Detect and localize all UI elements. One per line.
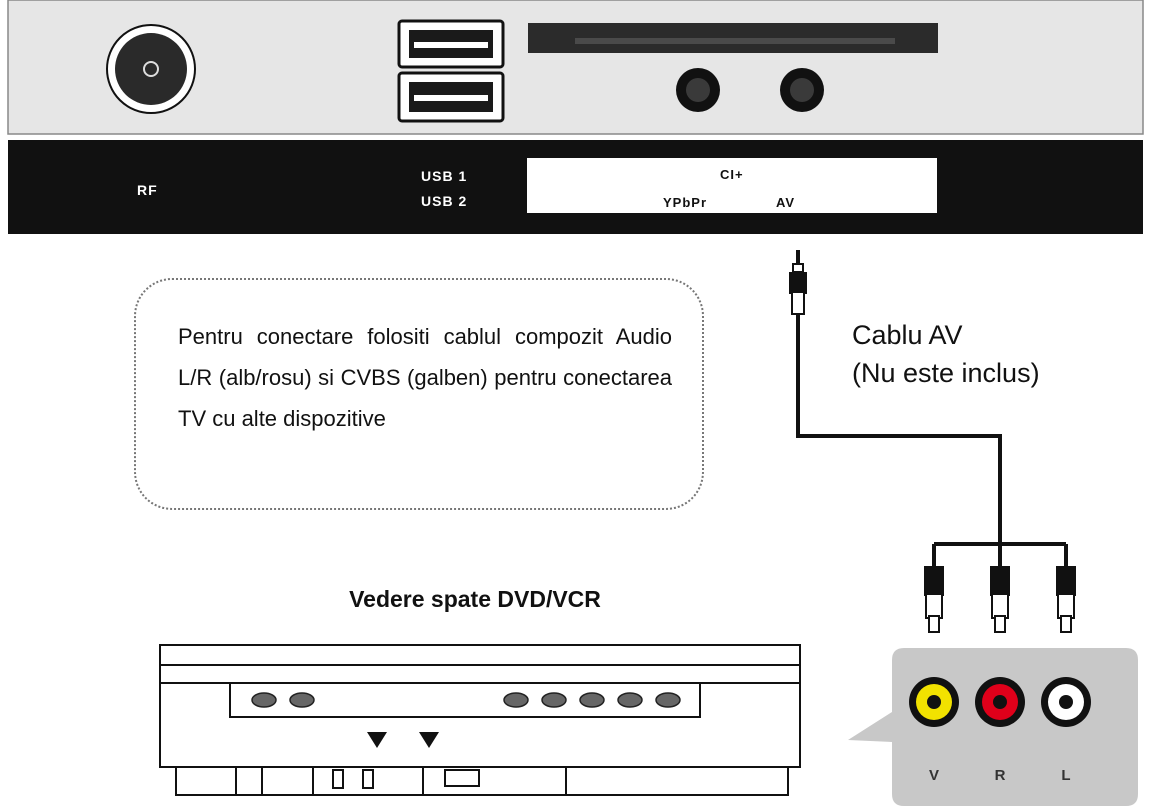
cable-branches (932, 544, 1068, 566)
jack-left (1041, 677, 1091, 727)
usb1-label: USB 1 (421, 168, 467, 184)
dvd-ports (251, 692, 681, 708)
tv-panel-top (7, 0, 1144, 135)
cable-label-line1: Cablu AV (852, 320, 963, 350)
rca-plug-video (924, 566, 944, 633)
av-jack-panel (848, 648, 1138, 806)
connection-note: Pentru conectare folositi cablul compozi… (134, 278, 704, 510)
triangle-marker-icon (419, 732, 439, 748)
ypbpr-jack (676, 68, 720, 112)
dvd-rear-view (159, 644, 801, 796)
jack-r-label: R (995, 767, 1006, 784)
usb-port-2 (397, 71, 505, 123)
jack-right (975, 677, 1025, 727)
cable-top-plug (789, 250, 807, 315)
av-jack (780, 68, 824, 112)
triangle-marker-icon (367, 732, 387, 748)
usb-port-1 (397, 19, 505, 69)
usb2-label: USB 2 (421, 193, 467, 209)
rca-plug-right (990, 566, 1010, 633)
cable-label: Cablu AV (Nu este inclus) (852, 316, 1040, 392)
rf-label: RF (137, 182, 158, 198)
jack-v-label: V (929, 767, 939, 784)
cable-label-line2: (Nu este inclus) (852, 358, 1040, 388)
av-cable (796, 314, 1002, 544)
rca-plug-left (1056, 566, 1076, 633)
note-text: Pentru conectare folositi cablul compozi… (178, 324, 672, 431)
jack-l-label: L (1061, 767, 1070, 784)
dvd-title: Vedere spate DVD/VCR (349, 586, 601, 612)
ci-label: CI+ (720, 167, 744, 182)
ypbpr-label: YPbPr (663, 195, 707, 210)
jack-video (909, 677, 959, 727)
ci-slot-grille (575, 38, 895, 44)
rf-port (106, 24, 196, 114)
av-label: AV (776, 195, 795, 210)
ci-label-box (527, 158, 937, 213)
